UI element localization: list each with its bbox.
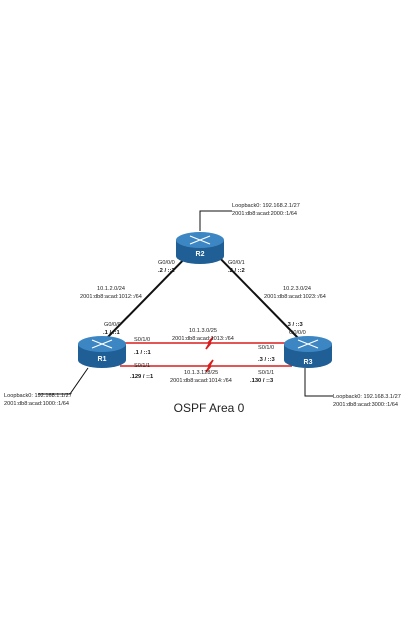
router-name-r1: R1 <box>98 356 107 363</box>
r2-g000-interface: G0/0/0 <box>158 260 175 266</box>
link-r1-r2 <box>104 247 196 341</box>
r1-loopback-label: Loopback0: 192.168.1.1/27 <box>4 393 72 399</box>
r1-g000-address: .1 / ::1 <box>103 330 121 336</box>
serial-b-network-v6: 2001:db8:acad:1014::/64 <box>170 378 232 384</box>
serial-b-network: 10.1.3.128/25 <box>184 370 218 376</box>
r3-g000-address: .3 / ::3 <box>286 322 304 328</box>
r1-r2-network: 10.1.2.0/24 <box>97 286 125 292</box>
loopback-leader-r1 <box>38 367 89 395</box>
loopback-leader-r3 <box>304 368 333 397</box>
router-arrows-icon <box>297 339 319 349</box>
r2-g000-address: .2 / ::2 <box>158 268 175 274</box>
r1-s011-interface: S0/1/1 <box>134 363 150 369</box>
loopback-leader-r2 <box>199 210 232 231</box>
r3-s011-address: .130 / ::3 <box>250 378 274 384</box>
r3-s011-interface: S0/1/1 <box>258 370 274 376</box>
r1-s010-address: .1 / ::1 <box>134 350 152 356</box>
router-r1[interactable]: R1 <box>78 336 126 368</box>
r2-loopback-label: Loopback0: 192.168.2.1/27 <box>232 203 300 209</box>
router-name-r3: R3 <box>304 359 313 366</box>
r3-s010-interface: S0/1/0 <box>258 345 274 351</box>
serial-a-network-v6: 2001:db8:acad:1013::/64 <box>172 336 234 342</box>
r1-loopback-v6: 2001:db8:acad:1000::1/64 <box>4 401 69 407</box>
router-name-r2: R2 <box>196 251 205 258</box>
r3-s010-address: .3 / ::3 <box>258 357 276 363</box>
serial-a-network: 10.1.3.0/25 <box>189 328 217 334</box>
router-arrows-icon <box>189 235 211 245</box>
r3-loopback-v6: 2001:db8:acad:3000::1/64 <box>333 402 398 408</box>
router-r2[interactable]: R2 <box>176 232 224 264</box>
r1-g000-interface: G0/0/0 <box>104 322 121 328</box>
r2-r3-network: 10.2.3.0/24 <box>283 286 311 292</box>
serial-link-s011 <box>120 359 292 373</box>
r1-r2-network-v6: 2001:db8:acad:1012::/64 <box>80 294 142 300</box>
r2-loopback-v6: 2001:db8:acad:2000::1/64 <box>232 211 297 217</box>
r2-r3-network-v6: 2001:db8:acad:1023::/64 <box>264 294 326 300</box>
r3-g000-interface: G0/0/0 <box>289 330 306 336</box>
area-label: OSPF Area 0 <box>174 401 245 415</box>
router-r3[interactable]: R3 <box>284 336 332 368</box>
r3-loopback-label: Loopback0: 192.168.3.1/27 <box>333 394 401 400</box>
r1-s011-address: .129 / ::1 <box>130 374 154 380</box>
r2-g001-address: .2 / ::2 <box>228 268 245 274</box>
r1-s010-interface: S0/1/0 <box>134 337 150 343</box>
serial-link-s010 <box>120 336 292 350</box>
link-r2-r3 <box>209 247 301 341</box>
router-arrows-icon <box>91 339 113 349</box>
r2-g001-interface: G0/0/1 <box>228 260 245 266</box>
